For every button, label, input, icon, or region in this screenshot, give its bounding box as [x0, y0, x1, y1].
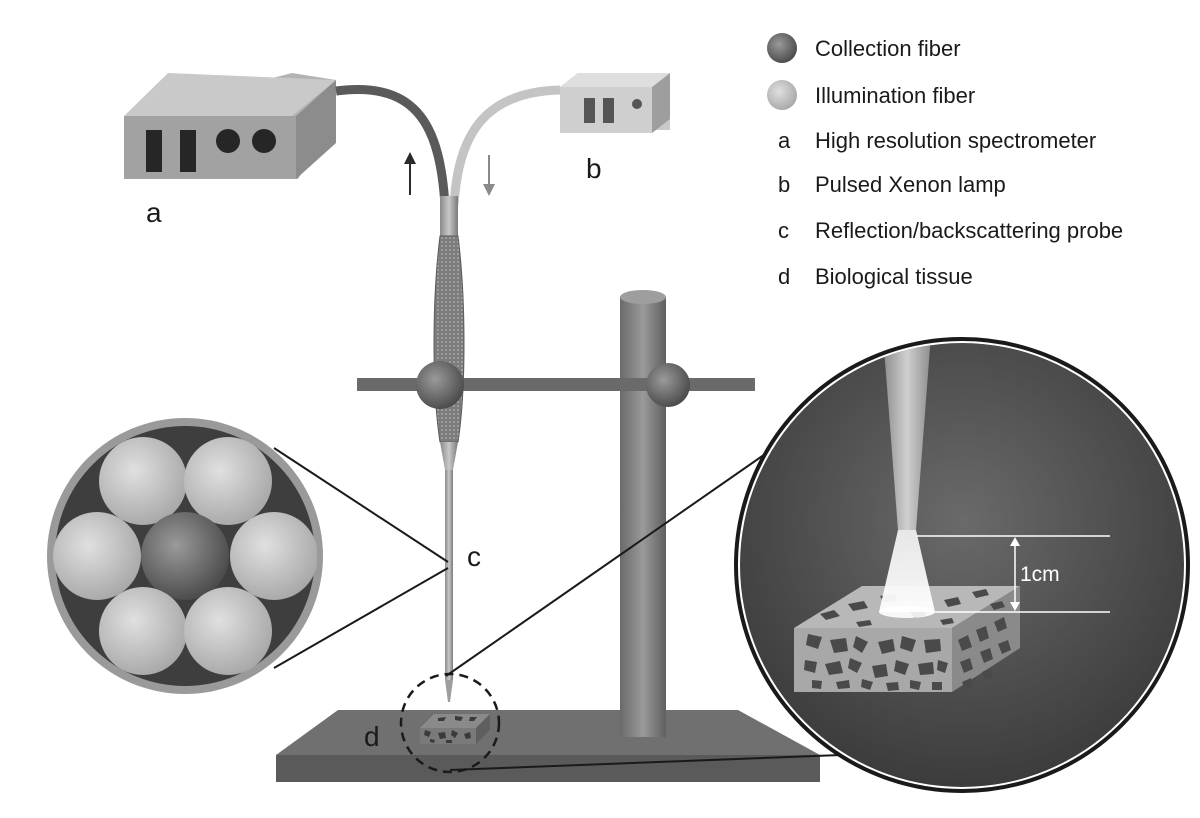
legend-illumination-fiber: Illumination fiber: [815, 83, 975, 108]
arrow-up-icon: [404, 152, 416, 195]
label-c: c: [467, 541, 481, 572]
legend-item-d: Biological tissue: [815, 264, 973, 289]
probe: [433, 196, 465, 702]
illumination-fiber-cable: [449, 85, 561, 206]
tissue-sample: [420, 714, 490, 744]
legend-collection-fiber: Collection fiber: [815, 36, 961, 61]
probe-tissue-zoom: 1cm: [734, 337, 1190, 793]
legend-item-c: Reflection/backscattering probe: [815, 218, 1123, 243]
collection-fiber-cable: [335, 85, 450, 206]
label-d: d: [364, 721, 380, 752]
zoom-line-left-bottom: [273, 567, 449, 669]
label-b: b: [586, 153, 602, 184]
legend-item-b: Pulsed Xenon lamp: [815, 172, 1006, 197]
illumination-fiber-icon: [767, 80, 797, 110]
distance-label: 1cm: [1020, 563, 1060, 586]
xenon-lamp-device: [560, 73, 670, 133]
legend-letter-a: a: [778, 128, 791, 153]
legend-letter-c: c: [778, 218, 789, 243]
fiber-bundle-zoom: [47, 418, 323, 694]
legend: Collection fiber Illumination fiber a Hi…: [767, 33, 1123, 289]
stand-base: [276, 710, 820, 782]
probe-clamp-knob: [416, 361, 464, 409]
pole-clamp-knob: [646, 363, 690, 407]
arrow-down-icon: [483, 155, 495, 196]
dimension-arrow-icon: [1010, 537, 1020, 611]
zoom-line-left-top: [273, 447, 449, 563]
legend-item-a: High resolution spectrometer: [815, 128, 1096, 153]
collection-fiber-icon: [767, 33, 797, 63]
stand-pole: [620, 290, 666, 737]
legend-letter-d: d: [778, 264, 790, 289]
legend-letter-b: b: [778, 172, 790, 197]
spectrometer-device: [124, 73, 336, 179]
label-a: a: [146, 197, 162, 228]
